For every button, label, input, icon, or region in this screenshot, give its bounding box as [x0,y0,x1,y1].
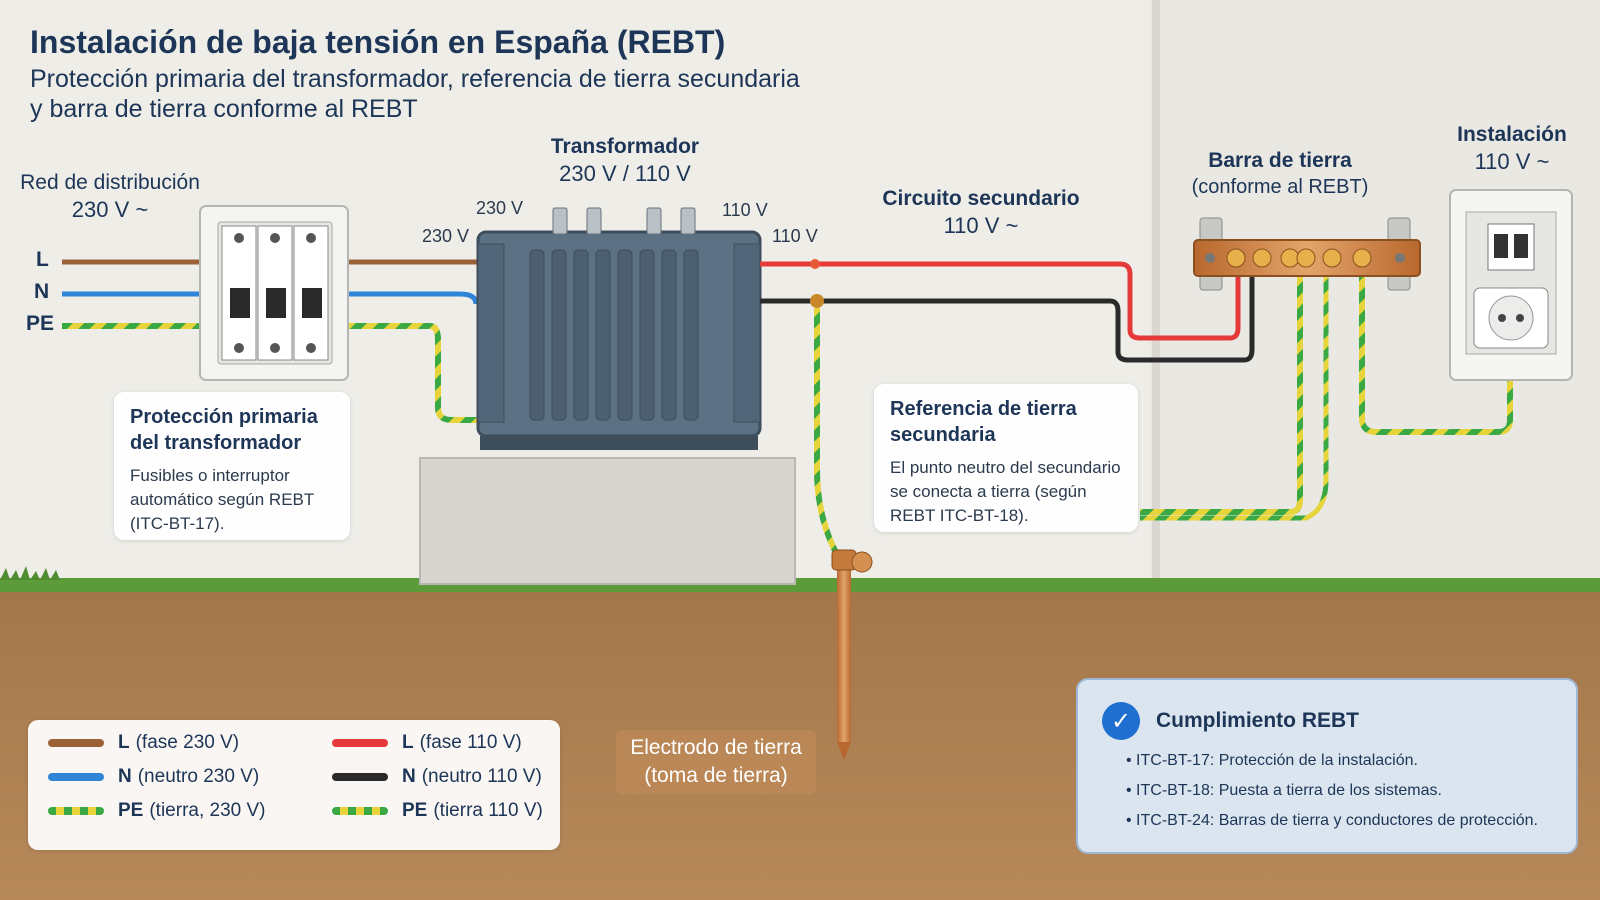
rebt-list: ITC-BT-17: Protección de la instalación.… [1126,746,1538,836]
legend-item-phase-230: L (fase 230 V) [48,732,239,754]
secondary-circuit-label: Circuito secundario 110 V ~ [876,186,1086,240]
supply-label: Red de distribución 230 V ~ [18,170,202,224]
rebt-header: ✓ Cumplimiento REBT [1102,702,1359,740]
breaker-enclosure [199,205,349,381]
legend-text: (fase 110 V) [419,732,522,753]
legend-item-earth-230: PE (tierra, 230 V) [48,800,266,822]
secondary-earth-text-1: El punto neutro del secundario [890,458,1121,477]
installation-name: Instalación [1457,123,1567,146]
legend-swatch-neutral-110 [332,773,388,781]
wire-letter-pe: PE [26,312,55,335]
earth-bar [1193,217,1421,291]
legend-code: L [402,732,414,753]
rebt-item-itc-bt-24: ITC-BT-24: Barras de tierra y conductore… [1126,806,1538,836]
check-circle-icon: ✓ [1102,702,1140,740]
primary-protection-text-3: (ITC-BT-17). [130,514,225,533]
page-title: Instalación de baja tensión en España (R… [30,24,726,60]
electrode-label-2: (toma de tierra) [644,764,788,787]
transformer-label: Transformador 230 V / 110 V [520,134,730,188]
secondary-earth-title-2: secundaria [890,424,996,446]
electrode-label-1: Electrodo de tierra [630,736,802,759]
page-subtitle: Protección primaria del transformador, r… [30,64,910,124]
electrode-label: Electrodo de tierra (toma de tierra) [616,730,816,794]
earth-electrode [831,549,873,760]
legend-swatch-phase-110 [332,739,388,747]
legend: L (fase 230 V) N (neutro 230 V) PE (tier… [28,720,560,850]
legend-code: PE [118,800,144,821]
legend-item-earth-110: PE (tierra 110 V) [332,800,543,822]
secondary-earth-title: Referencia de tierra secundaria [890,396,1122,448]
rebt-title: Cumplimiento REBT [1156,709,1359,732]
secondary-earth-card: Referencia de tierra secundaria El punto… [874,384,1138,532]
legend-code: L [118,732,130,753]
secondary-side-voltage: 110 V [772,226,818,246]
secondary-earth-text: El punto neutro del secundario se conect… [890,456,1122,528]
legend-code: N [402,766,416,787]
supply-voltage: 230 V ~ [71,197,149,222]
primary-protection-title-1: Protección primaria [130,406,318,428]
secondary-earth-title-1: Referencia de tierra [890,398,1077,420]
earth-bar-label: Barra de tierra (conforme al REBT) [1180,148,1380,200]
secondary-circuit-voltage: 110 V ~ [943,213,1019,238]
transformer-name: Transformador [550,135,700,158]
wire-letter-l: L [36,248,49,271]
legend-item-neutral-230: N (neutro 230 V) [48,766,259,788]
primary-protection-title-2: del transformador [130,432,302,454]
primary-protection-text-2: automático según REBT [130,490,315,509]
subtitle-line-2: y barra de tierra conforme al REBT [30,95,418,123]
legend-swatch-earth-110 [332,807,388,815]
earth-bar-note: (conforme al REBT) [1191,176,1369,198]
supply-name: Red de distribución [20,171,200,194]
legend-swatch-phase-230 [48,739,104,747]
rebt-item-itc-bt-17: ITC-BT-17: Protección de la instalación. [1126,746,1538,776]
concrete-base [419,457,796,585]
legend-item-neutral-110: N (neutro 110 V) [332,766,542,788]
legend-swatch-earth-230 [48,807,104,815]
secondary-circuit-name: Circuito secundario [882,187,1080,210]
secondary-earth-text-3: REBT ITC-BT-18). [890,506,1029,525]
legend-text: (fase 230 V) [135,732,240,753]
installation-panel [1449,189,1573,381]
secondary-earth-text-2: se conecta a tierra (según [890,482,1087,501]
legend-text: (neutro 110 V) [421,766,542,787]
legend-item-phase-110: L (fase 110 V) [332,732,522,754]
legend-code: PE [402,800,428,821]
installation-voltage: 110 V ~ [1474,149,1550,174]
legend-text: (neutro 230 V) [137,766,260,787]
secondary-top-voltage: 110 V [722,200,768,220]
subtitle-line-1: Protección primaria del transformador, r… [30,65,800,93]
primary-protection-text: Fusibles o interruptor automático según … [130,464,334,536]
primary-top-voltage: 230 V [476,198,524,218]
wire-letter-n: N [34,280,50,303]
legend-swatch-neutral-230 [48,773,104,781]
rebt-item-itc-bt-18: ITC-BT-18: Puesta a tierra de los sistem… [1126,776,1538,806]
earth-bar-name: Barra de tierra [1208,149,1352,172]
transformer-rating: 230 V / 110 V [559,161,691,186]
legend-text: (tierra 110 V) [433,800,543,821]
primary-side-voltage: 230 V [422,226,470,246]
grass-strip [0,578,1600,592]
rebt-compliance-box: ✓ Cumplimiento REBT ITC-BT-17: Protecció… [1076,678,1578,854]
installation-label: Instalación 110 V ~ [1440,122,1584,176]
primary-protection-card: Protección primaria del transformador Fu… [114,392,350,540]
primary-protection-title: Protección primaria del transformador [130,404,334,456]
legend-code: N [118,766,132,787]
legend-text: (tierra, 230 V) [149,800,266,821]
primary-protection-text-1: Fusibles o interruptor [130,466,290,485]
transformer-body [476,207,762,450]
